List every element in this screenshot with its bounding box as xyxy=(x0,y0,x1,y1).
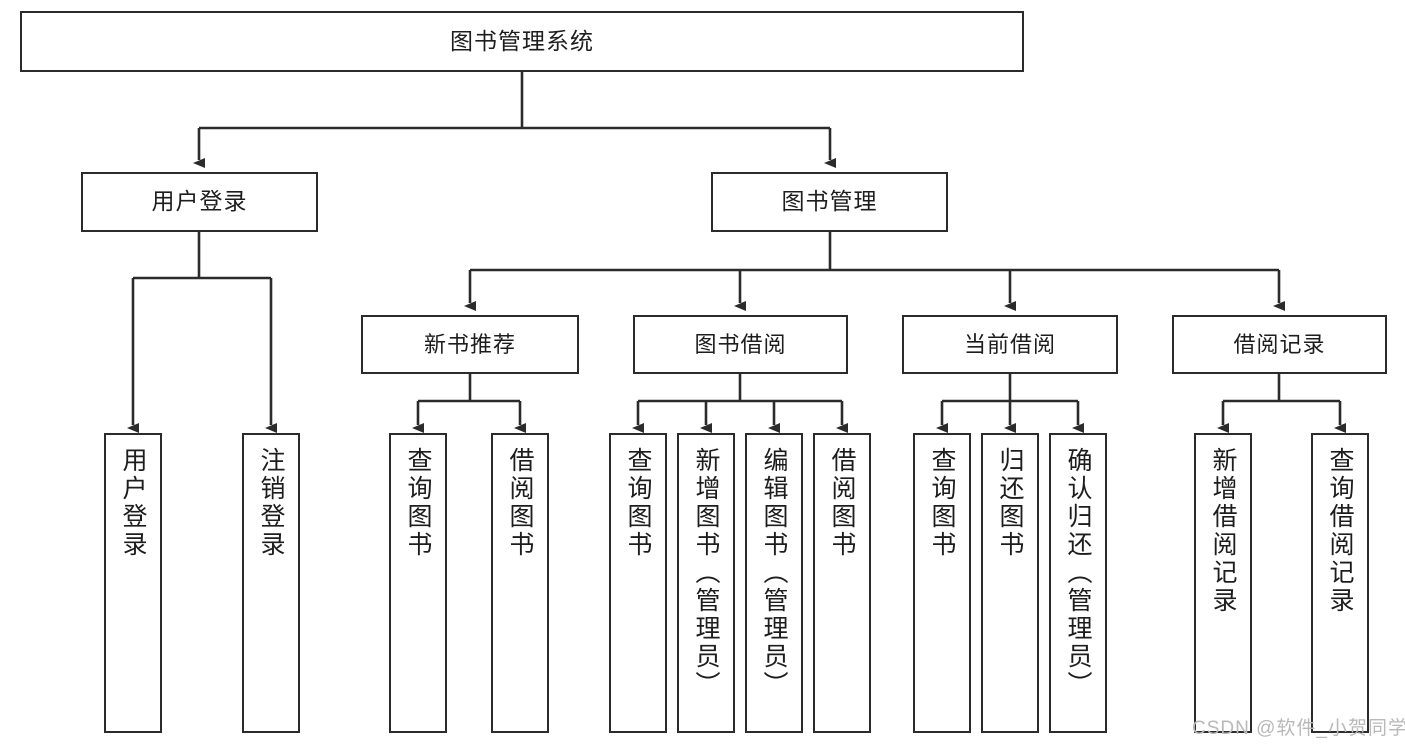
node-label: 图书管理 xyxy=(781,188,878,215)
leaf-borrow-book-recommend[interactable]: 借阅图书 xyxy=(491,433,549,733)
node-label: 当前借阅 xyxy=(963,331,1056,357)
leaf-add-book-admin[interactable]: 新增图书（管理员） xyxy=(677,433,735,733)
leaf-return-book[interactable]: 归还图书 xyxy=(981,433,1039,733)
node-label: 新书推荐 xyxy=(423,331,516,357)
leaf-add-borrow-record[interactable]: 新增借阅记录 xyxy=(1194,433,1252,733)
node-label: 用户登录 xyxy=(151,188,248,215)
node-current-borrow[interactable]: 当前借阅 xyxy=(902,315,1118,374)
node-label: 确认归还（管理员） xyxy=(1064,447,1092,699)
node-label: 新增借阅记录 xyxy=(1209,447,1237,615)
node-label: 查询图书 xyxy=(928,447,956,559)
leaf-query-book-borrow[interactable]: 查询图书 xyxy=(609,433,667,733)
leaf-user-login[interactable]: 用户登录 xyxy=(104,433,162,733)
node-label: 借阅图书 xyxy=(828,447,856,559)
leaf-edit-book-admin[interactable]: 编辑图书（管理员） xyxy=(745,433,803,733)
node-user-login[interactable]: 用户登录 xyxy=(81,172,318,232)
node-book-management[interactable]: 图书管理 xyxy=(711,172,948,232)
node-label: 查询借阅记录 xyxy=(1326,447,1354,615)
leaf-query-borrow-record[interactable]: 查询借阅记录 xyxy=(1311,433,1369,733)
node-label: 查询图书 xyxy=(624,447,652,559)
leaf-query-book-recommend[interactable]: 查询图书 xyxy=(389,433,447,733)
node-label: 图书借阅 xyxy=(694,331,787,357)
node-label: 注销登录 xyxy=(257,447,285,559)
node-borrow-record[interactable]: 借阅记录 xyxy=(1172,315,1387,374)
node-label: 查询图书 xyxy=(404,447,432,559)
leaf-borrow-book-borrow[interactable]: 借阅图书 xyxy=(813,433,871,733)
node-label: 图书管理系统 xyxy=(450,27,594,54)
csdn-watermark: CSDN @软件_小贺同学 xyxy=(1192,718,1405,739)
node-new-book-recommend[interactable]: 新书推荐 xyxy=(361,315,579,374)
node-book-management-system[interactable]: 图书管理系统 xyxy=(20,11,1024,72)
leaf-logout-login[interactable]: 注销登录 xyxy=(242,433,300,733)
leaf-confirm-return-admin[interactable]: 确认归还（管理员） xyxy=(1049,433,1107,733)
leaf-query-book-current[interactable]: 查询图书 xyxy=(913,433,971,733)
node-label: 借阅记录 xyxy=(1233,331,1326,357)
node-label: 借阅图书 xyxy=(506,447,534,559)
node-label: 新增图书（管理员） xyxy=(692,447,720,699)
node-label: 用户登录 xyxy=(119,447,147,559)
node-label: 归还图书 xyxy=(996,447,1024,559)
node-label: 编辑图书（管理员） xyxy=(760,447,788,699)
node-book-borrow[interactable]: 图书借阅 xyxy=(633,315,848,374)
